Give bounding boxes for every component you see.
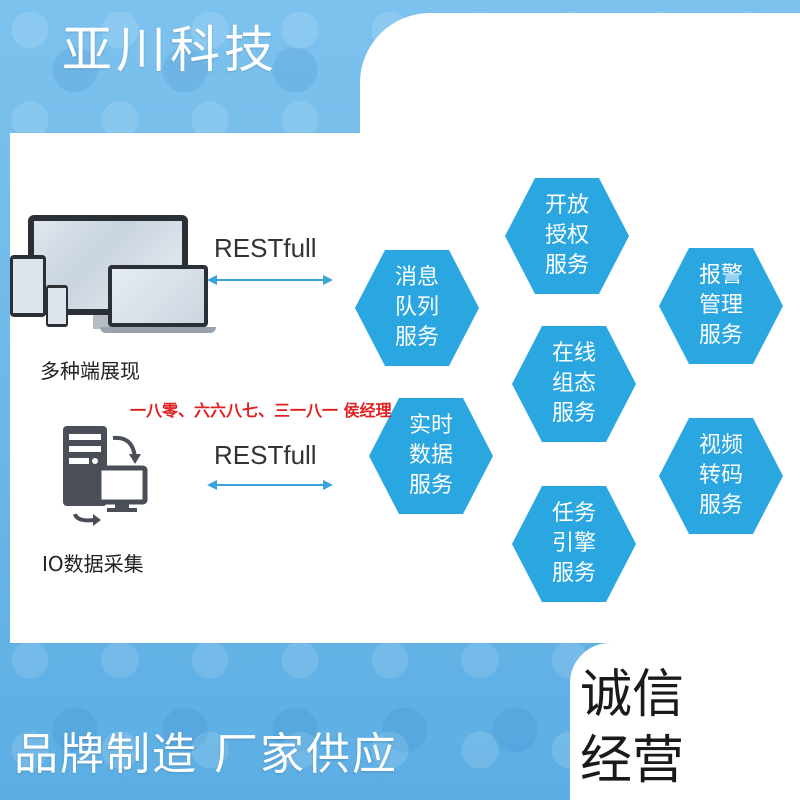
panel-tab (360, 13, 800, 143)
hex-video-transcode: 视频转码服务 (657, 412, 785, 540)
hex-realtime-data: 实时数据服务 (367, 392, 495, 520)
double-arrow-bottom (207, 480, 333, 490)
contact-watermark: 一八零、六六八七、三一八一 侯经理 (130, 401, 392, 420)
laptop-base (100, 327, 216, 333)
tablet-icon (10, 255, 46, 317)
devices-label: 多种端展现 (40, 359, 140, 383)
double-arrow-top (207, 275, 333, 285)
slogan-right: 诚信 经营 (580, 662, 684, 794)
slogan-right-line2: 经营 (580, 731, 685, 791)
multi-device-icon (10, 215, 216, 340)
rest-label-top: RESTfull (214, 233, 317, 263)
slogan-left: 品牌制造 厂家供应 (14, 729, 398, 780)
hex-alarm-manage: 报警管理服务 (657, 242, 785, 370)
laptop-icon (108, 265, 208, 327)
slogan-right-line1: 诚信 (580, 665, 685, 725)
hex-open-auth: 开放授权服务 (503, 172, 631, 300)
hex-online-config: 在线组态服务 (510, 320, 638, 448)
rest-label-bottom: RESTfull (214, 440, 317, 470)
hex-message-queue: 消息队列服务 (353, 244, 481, 372)
io-label: IO数据采集 (42, 552, 144, 576)
server-sync-icon (63, 426, 148, 526)
brand-title: 亚川科技 (62, 21, 278, 79)
hex-task-engine: 任务引擎服务 (510, 480, 638, 608)
bottom-right-card (570, 643, 800, 800)
phone-icon (46, 285, 68, 327)
